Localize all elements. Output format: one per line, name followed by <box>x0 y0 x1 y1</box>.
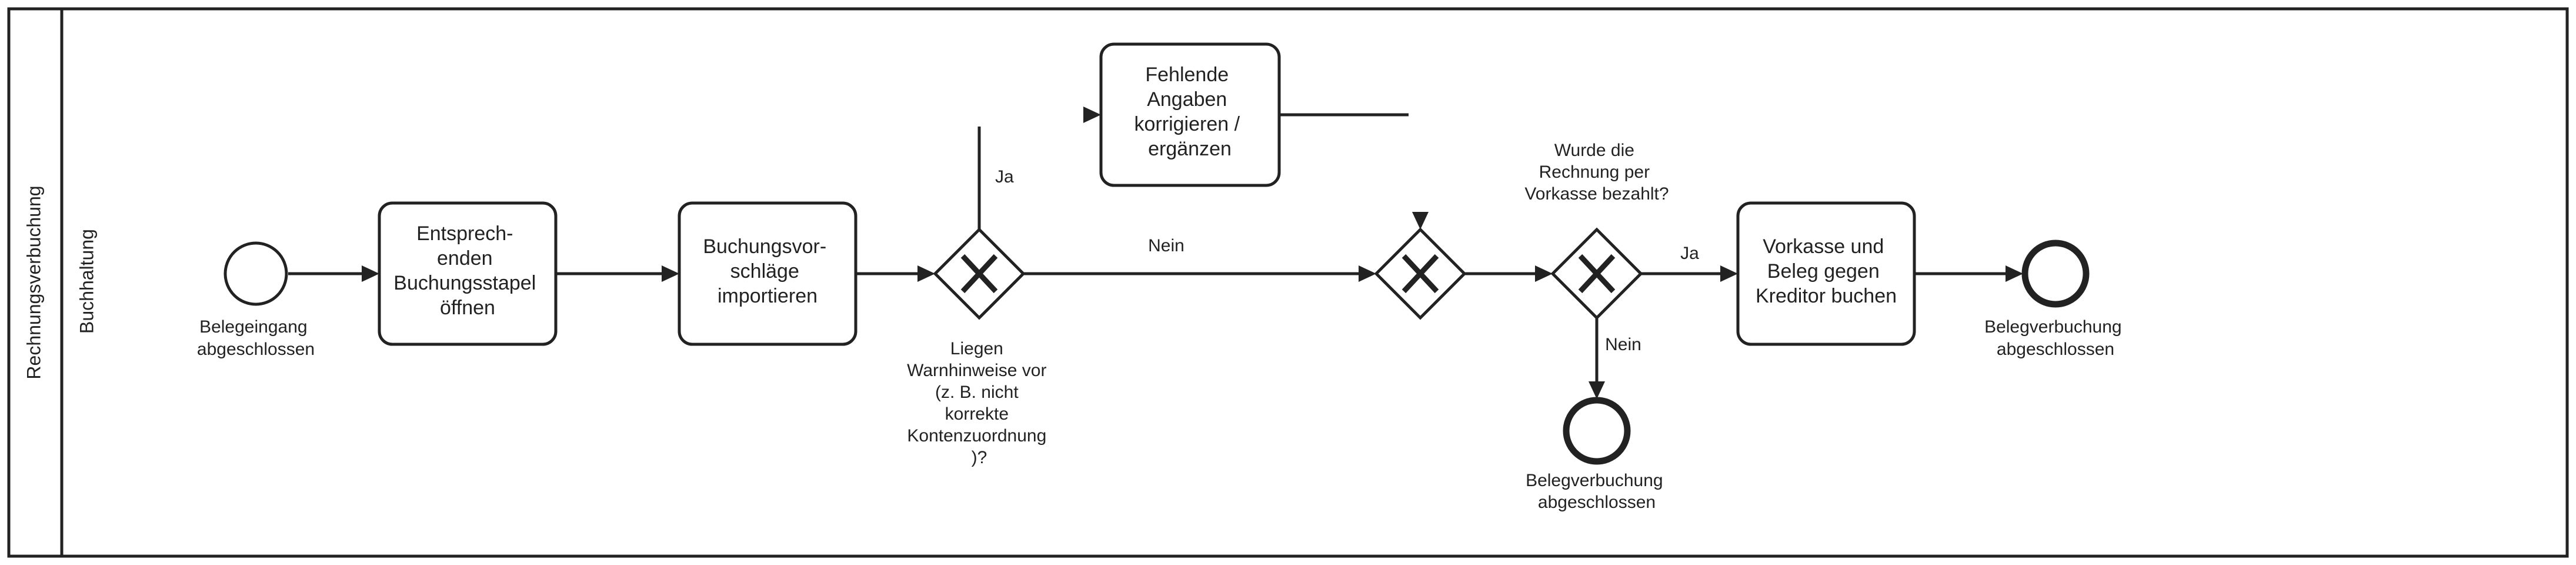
arrowhead-prepayment-yes <box>1720 265 1738 282</box>
gateway-warnings-x-icon <box>960 254 998 294</box>
task-book-prepayment-label: Vorkasse und Beleg gegen Kreditor buchen <box>1756 235 1897 307</box>
start-event-label: Belegeingang abgeschlossen <box>197 317 315 359</box>
task-open-booking-batch-label: Entsprech- enden Buchungsstapel öffnen <box>393 222 541 319</box>
flow-label-prepayment-yes: Ja <box>1680 244 1699 263</box>
end-event-main-label: Belegverbuchung abgeschlossen <box>1984 317 2127 359</box>
arrowhead-warnings-yes <box>1083 107 1101 123</box>
lane: Buchhaltung <box>76 229 97 334</box>
task-correct-missing-data-label: Fehlende Angaben korrigieren / ergänzen <box>1134 64 1246 160</box>
task-book-prepayment-box[interactable] <box>1736 201 1916 346</box>
task-import-booking-proposals-label: Buchungsvor- schläge importieren <box>703 235 832 307</box>
gateway-prepayment[interactable]: Wurde die Rechnung per Vorkasse bezahlt? <box>1524 141 1669 320</box>
task-correct-missing-data-box[interactable] <box>1099 42 1281 187</box>
flow-label-warnings-yes: Ja <box>995 167 1014 187</box>
gateway-prepayment-x-icon <box>1578 254 1616 294</box>
task-open-booking-batch-box[interactable] <box>378 201 558 346</box>
gateway-warnings-question: Liegen Warnhinweise vor (z. B. nicht kor… <box>907 339 1052 467</box>
end-event-no-prepayment-circle[interactable] <box>1563 397 1631 465</box>
arrowhead-book-to-end <box>2006 265 2023 282</box>
end-event-no-prepayment[interactable]: Belegverbuchung abgeschlossen <box>1526 397 1668 512</box>
task-book-prepayment[interactable]: Vorkasse und Beleg gegen Kreditor buchen <box>1736 201 1916 346</box>
arrowhead-merge-to-prepayment <box>1535 265 1553 282</box>
start-event[interactable]: Belegeingang abgeschlossen <box>197 241 315 359</box>
lane-label: Buchhaltung <box>76 229 97 334</box>
gateway-warnings[interactable]: Liegen Warnhinweise vor (z. B. nicht kor… <box>907 227 1052 467</box>
arrowhead-start-to-open-batch <box>362 265 379 282</box>
gateway-merge[interactable] <box>1374 227 1467 320</box>
task-open-booking-batch[interactable]: Entsprech- enden Buchungsstapel öffnen <box>378 201 558 346</box>
pool-label: Rechnungsverbuchung <box>23 185 44 379</box>
start-event-circle[interactable] <box>223 241 288 306</box>
sequence-flows <box>288 107 2023 399</box>
arrowhead-warnings-no <box>1359 265 1376 282</box>
arrowhead-prepayment-no <box>1589 381 1605 399</box>
task-correct-missing-data[interactable]: Fehlende Angaben korrigieren / ergänzen <box>1099 42 1281 187</box>
task-import-booking-proposals[interactable]: Buchungsvor- schläge importieren <box>678 201 857 346</box>
gateway-prepayment-question: Wurde die Rechnung per Vorkasse bezahlt? <box>1524 141 1669 204</box>
flow-label-warnings-no: Nein <box>1148 236 1184 255</box>
end-event-no-prepayment-label: Belegverbuchung abgeschlossen <box>1526 471 1668 512</box>
flow-label-prepayment-no: Nein <box>1605 335 1641 354</box>
arrowhead-import-to-warnings <box>917 265 935 282</box>
gateway-merge-x-icon <box>1402 254 1439 294</box>
end-event-main-circle[interactable] <box>2021 240 2090 308</box>
arrowhead-correct-to-merge <box>1412 212 1429 230</box>
task-import-booking-proposals-box[interactable] <box>678 201 857 346</box>
arrowhead-open-batch-to-import <box>662 265 679 282</box>
end-event-main[interactable]: Belegverbuchung abgeschlossen <box>1984 240 2127 359</box>
